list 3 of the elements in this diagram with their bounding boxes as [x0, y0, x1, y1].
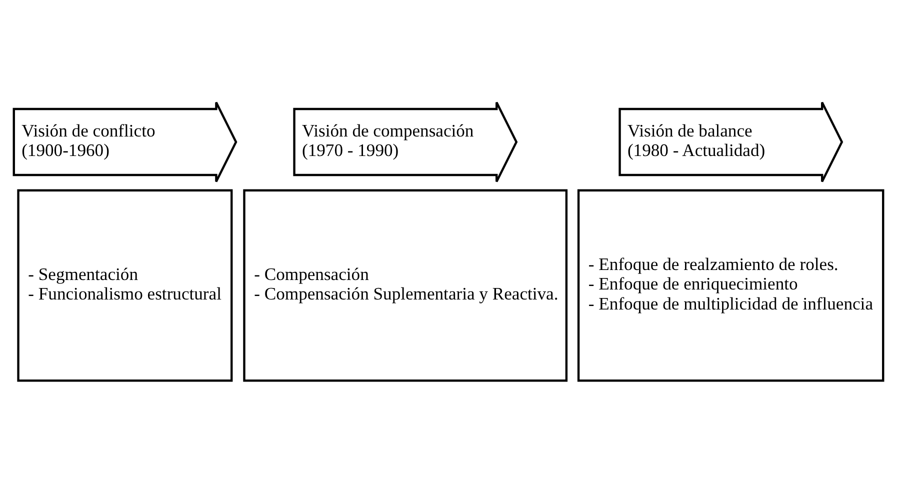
node-box: - Compensación - Compensación Suplementaria y Reactiva.: [243, 189, 568, 382]
node-box: - Segmentación - Funcionalismo estructural: [17, 189, 233, 382]
node-box: - Enfoque de realzamiento de roles. - Enfoque de enriquecimiento - Enfoque de multiplicidad de influencia: [577, 189, 884, 382]
